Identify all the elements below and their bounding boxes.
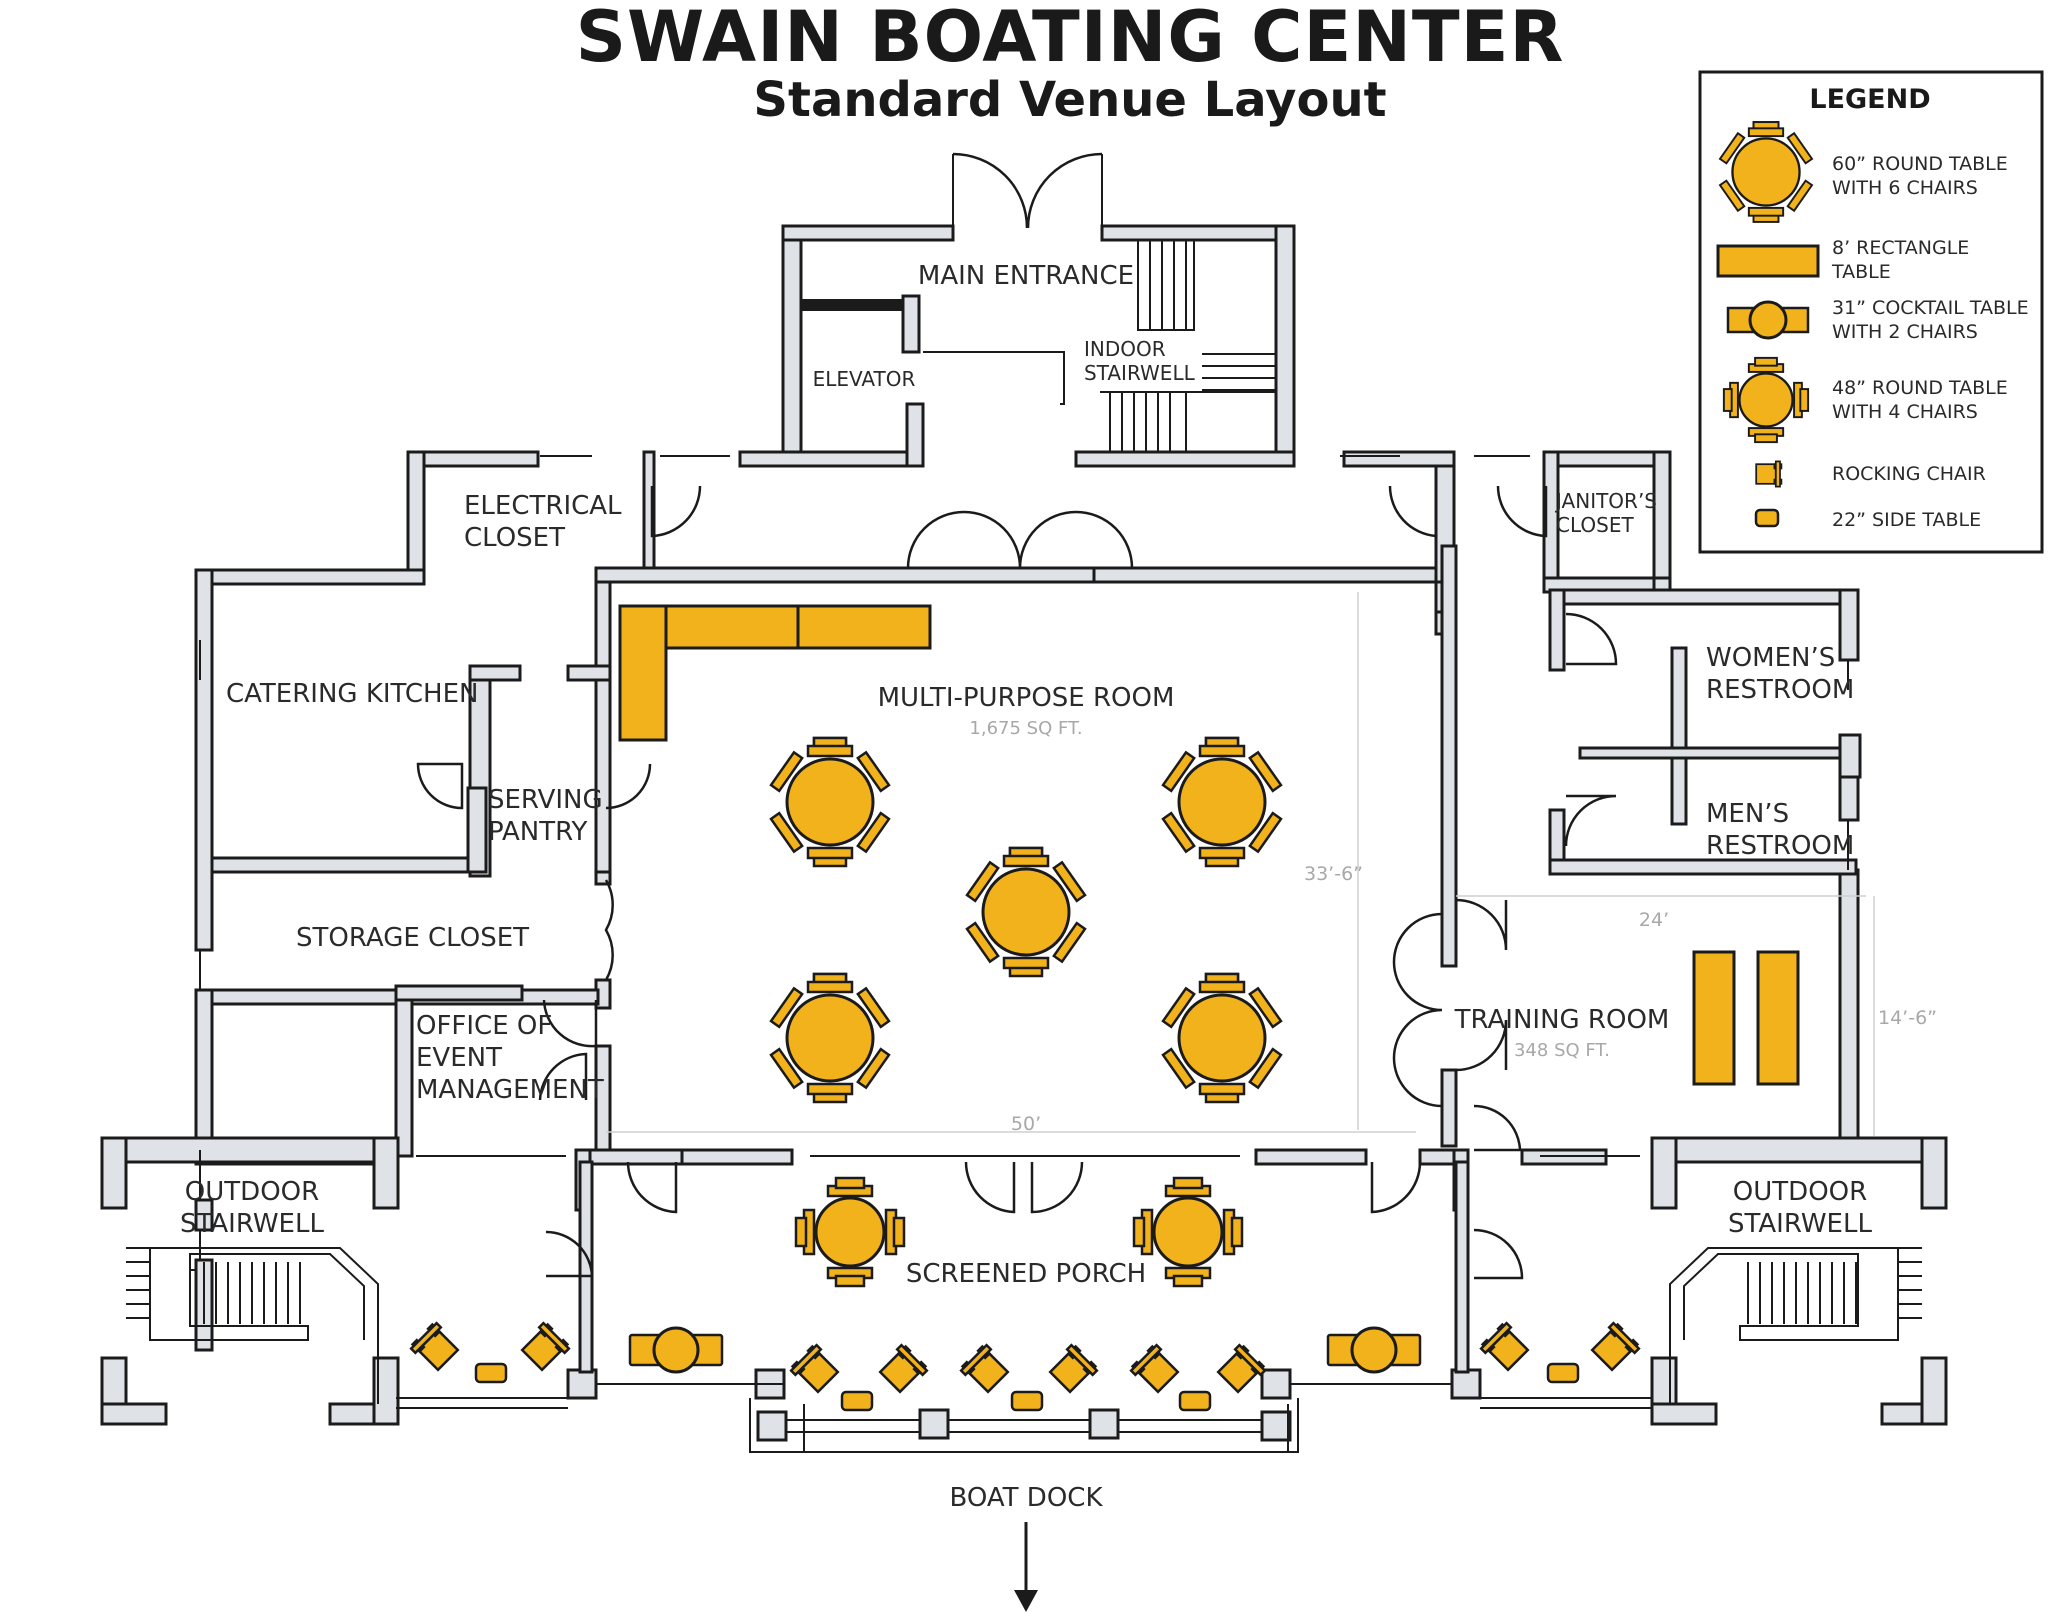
rocking-chair [788,1342,842,1396]
round-table-60 [769,736,891,868]
label-janitors-closet-2: CLOSET [1556,513,1634,537]
rocking-chair [1478,1320,1532,1374]
outline-lines [126,154,1922,1453]
rocking-chair [876,1342,930,1396]
label-mens-restroom-2: RESTROOM [1706,831,1854,861]
room-labels: MAIN ENTRANCE ELEVATOR INDOOR STAIRWELL … [180,261,1872,1513]
page-subtitle: Standard Venue Layout [753,72,1387,128]
dimension-lines [606,592,1875,1136]
legend-item-4-line-2: WITH 4 CHAIRS [1832,401,1978,423]
rocking-chair [1588,1320,1642,1374]
label-storage-closet: STORAGE CLOSET [296,923,529,953]
label-training-room: TRAINING ROOM [1454,1005,1670,1035]
label-main-entrance: MAIN ENTRANCE [918,261,1134,291]
rocking-chair [408,1320,462,1374]
doors [416,152,1618,1280]
label-office-3: MANAGEMENT [416,1075,604,1105]
side-table [840,1390,874,1412]
boat-dock-arrow-icon [1014,1522,1038,1612]
rocking-chair [518,1320,572,1374]
label-womens-restroom-1: WOMEN’S [1706,643,1835,673]
dim-training-width: 24’ [1639,909,1669,931]
label-office-2: EVENT [416,1043,502,1073]
label-outdoor-stairwell-right-1: OUTDOOR [1733,1177,1867,1207]
side-table [1178,1390,1212,1412]
buffet-table-vertical [618,604,668,742]
round-table-48 [1132,1176,1244,1288]
label-boat-dock: BOAT DOCK [950,1483,1104,1513]
rocking-chair [958,1342,1012,1396]
furniture [408,604,1800,1412]
round-table-60 [769,972,891,1104]
buffet-table-1 [664,604,800,650]
training-table-1 [1692,950,1736,1086]
round-table-60 [1161,972,1283,1104]
dim-mpr-width: 50’ [1011,1113,1041,1135]
legend-item-4-line-1: 48” ROUND TABLE [1832,377,2008,399]
round-table-48 [794,1176,906,1288]
label-serving-pantry-1: SERVING [488,785,603,815]
label-indoor-stairwell-1: INDOOR [1084,337,1166,361]
label-catering-kitchen: CATERING KITCHEN [226,679,478,709]
round-table-60 [1161,736,1283,868]
rocking-chair [1046,1342,1100,1396]
label-outdoor-stairwell-left-2: STAIRWELL [180,1209,324,1239]
label-mens-restroom-1: MEN’S [1706,799,1789,829]
rocking-chair [1214,1342,1268,1396]
side-table-icon [1754,508,1780,528]
legend-heading: LEGEND [1809,84,1930,115]
label-janitors-closet-1: JANITOR’S [1554,489,1657,513]
legend-item-3-line-1: 31” COCKTAIL TABLE [1832,297,2029,319]
walls [100,224,1948,1442]
page-title: SWAIN BOATING CENTER [575,0,1565,78]
label-indoor-stairwell-2: STAIRWELL [1084,361,1196,385]
side-table [1010,1390,1044,1412]
label-outdoor-stairwell-left-1: OUTDOOR [185,1177,319,1207]
label-office-1: OFFICE OF [416,1011,552,1041]
label-serving-pantry-2: PANTRY [488,817,588,847]
rocking-chair-icon [1755,460,1783,488]
rectangle-table-icon [1716,244,1820,278]
label-outdoor-stairwell-right-2: STAIRWELL [1728,1209,1872,1239]
dim-training-height: 14’-6” [1878,1007,1937,1029]
side-table [1546,1362,1580,1384]
cocktail-table [628,1326,724,1374]
legend-item-3-line-2: WITH 2 CHAIRS [1832,321,1978,343]
legend: LEGEND 60” ROUND TABLE WITH 6 CHAIRS 8’ … [1698,70,2044,554]
buffet-table-2 [796,604,932,650]
rocking-chair [1128,1342,1182,1396]
legend-item-1-line-2: WITH 6 CHAIRS [1832,177,1978,199]
legend-item-5-line-1: ROCKING CHAIR [1832,463,1986,485]
cocktail-table [1326,1326,1422,1374]
round-table-60 [965,846,1087,978]
label-training-room-area: 348 SQ FT. [1514,1040,1610,1061]
legend-item-6-line-1: 22” SIDE TABLE [1832,509,1981,531]
legend-item-1-line-1: 60” ROUND TABLE [1832,153,2008,175]
label-multi-purpose-room: MULTI-PURPOSE ROOM [878,683,1175,713]
cocktail-table-icon [1726,300,1810,340]
training-table-2 [1756,950,1800,1086]
label-screened-porch: SCREENED PORCH [906,1259,1146,1289]
label-multi-purpose-area: 1,675 SQ FT. [969,718,1082,739]
label-electrical-closet-2: CLOSET [464,523,565,553]
dim-mpr-height: 33’-6” [1304,863,1363,885]
label-womens-restroom-2: RESTROOM [1706,675,1854,705]
side-table [474,1362,508,1384]
label-electrical-closet-1: ELECTRICAL [464,491,622,521]
label-elevator: ELEVATOR [813,367,916,391]
dimension-labels: 33’-6” 50’ 24’ 14’-6” [1011,863,1937,1135]
legend-item-2-line-2: TABLE [1831,261,1891,283]
legend-item-2-line-1: 8’ RECTANGLE [1832,237,1969,259]
